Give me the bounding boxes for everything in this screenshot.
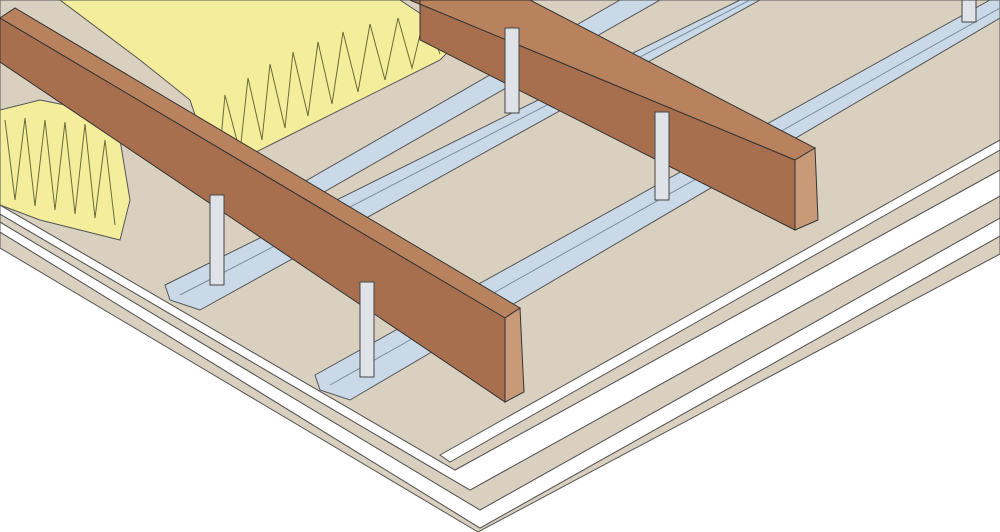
board-step-strip: [439, 139, 1000, 463]
hangers: [209, 0, 977, 378]
joist-2-end: [794, 147, 819, 231]
timber-joist-1: [0, 7, 525, 403]
insulation-zigzag-2: [204, 12, 441, 153]
insulation-roll: [0, 99, 131, 241]
hanger-3: [504, 27, 520, 114]
insulation: [0, 0, 461, 241]
hanger-1: [209, 194, 225, 286]
hanger-2: [359, 281, 375, 378]
joist-1-end: [504, 307, 525, 403]
hanger-4: [654, 111, 670, 201]
insulation-zigzag: [4, 117, 116, 226]
hanger-5: [961, 0, 977, 23]
